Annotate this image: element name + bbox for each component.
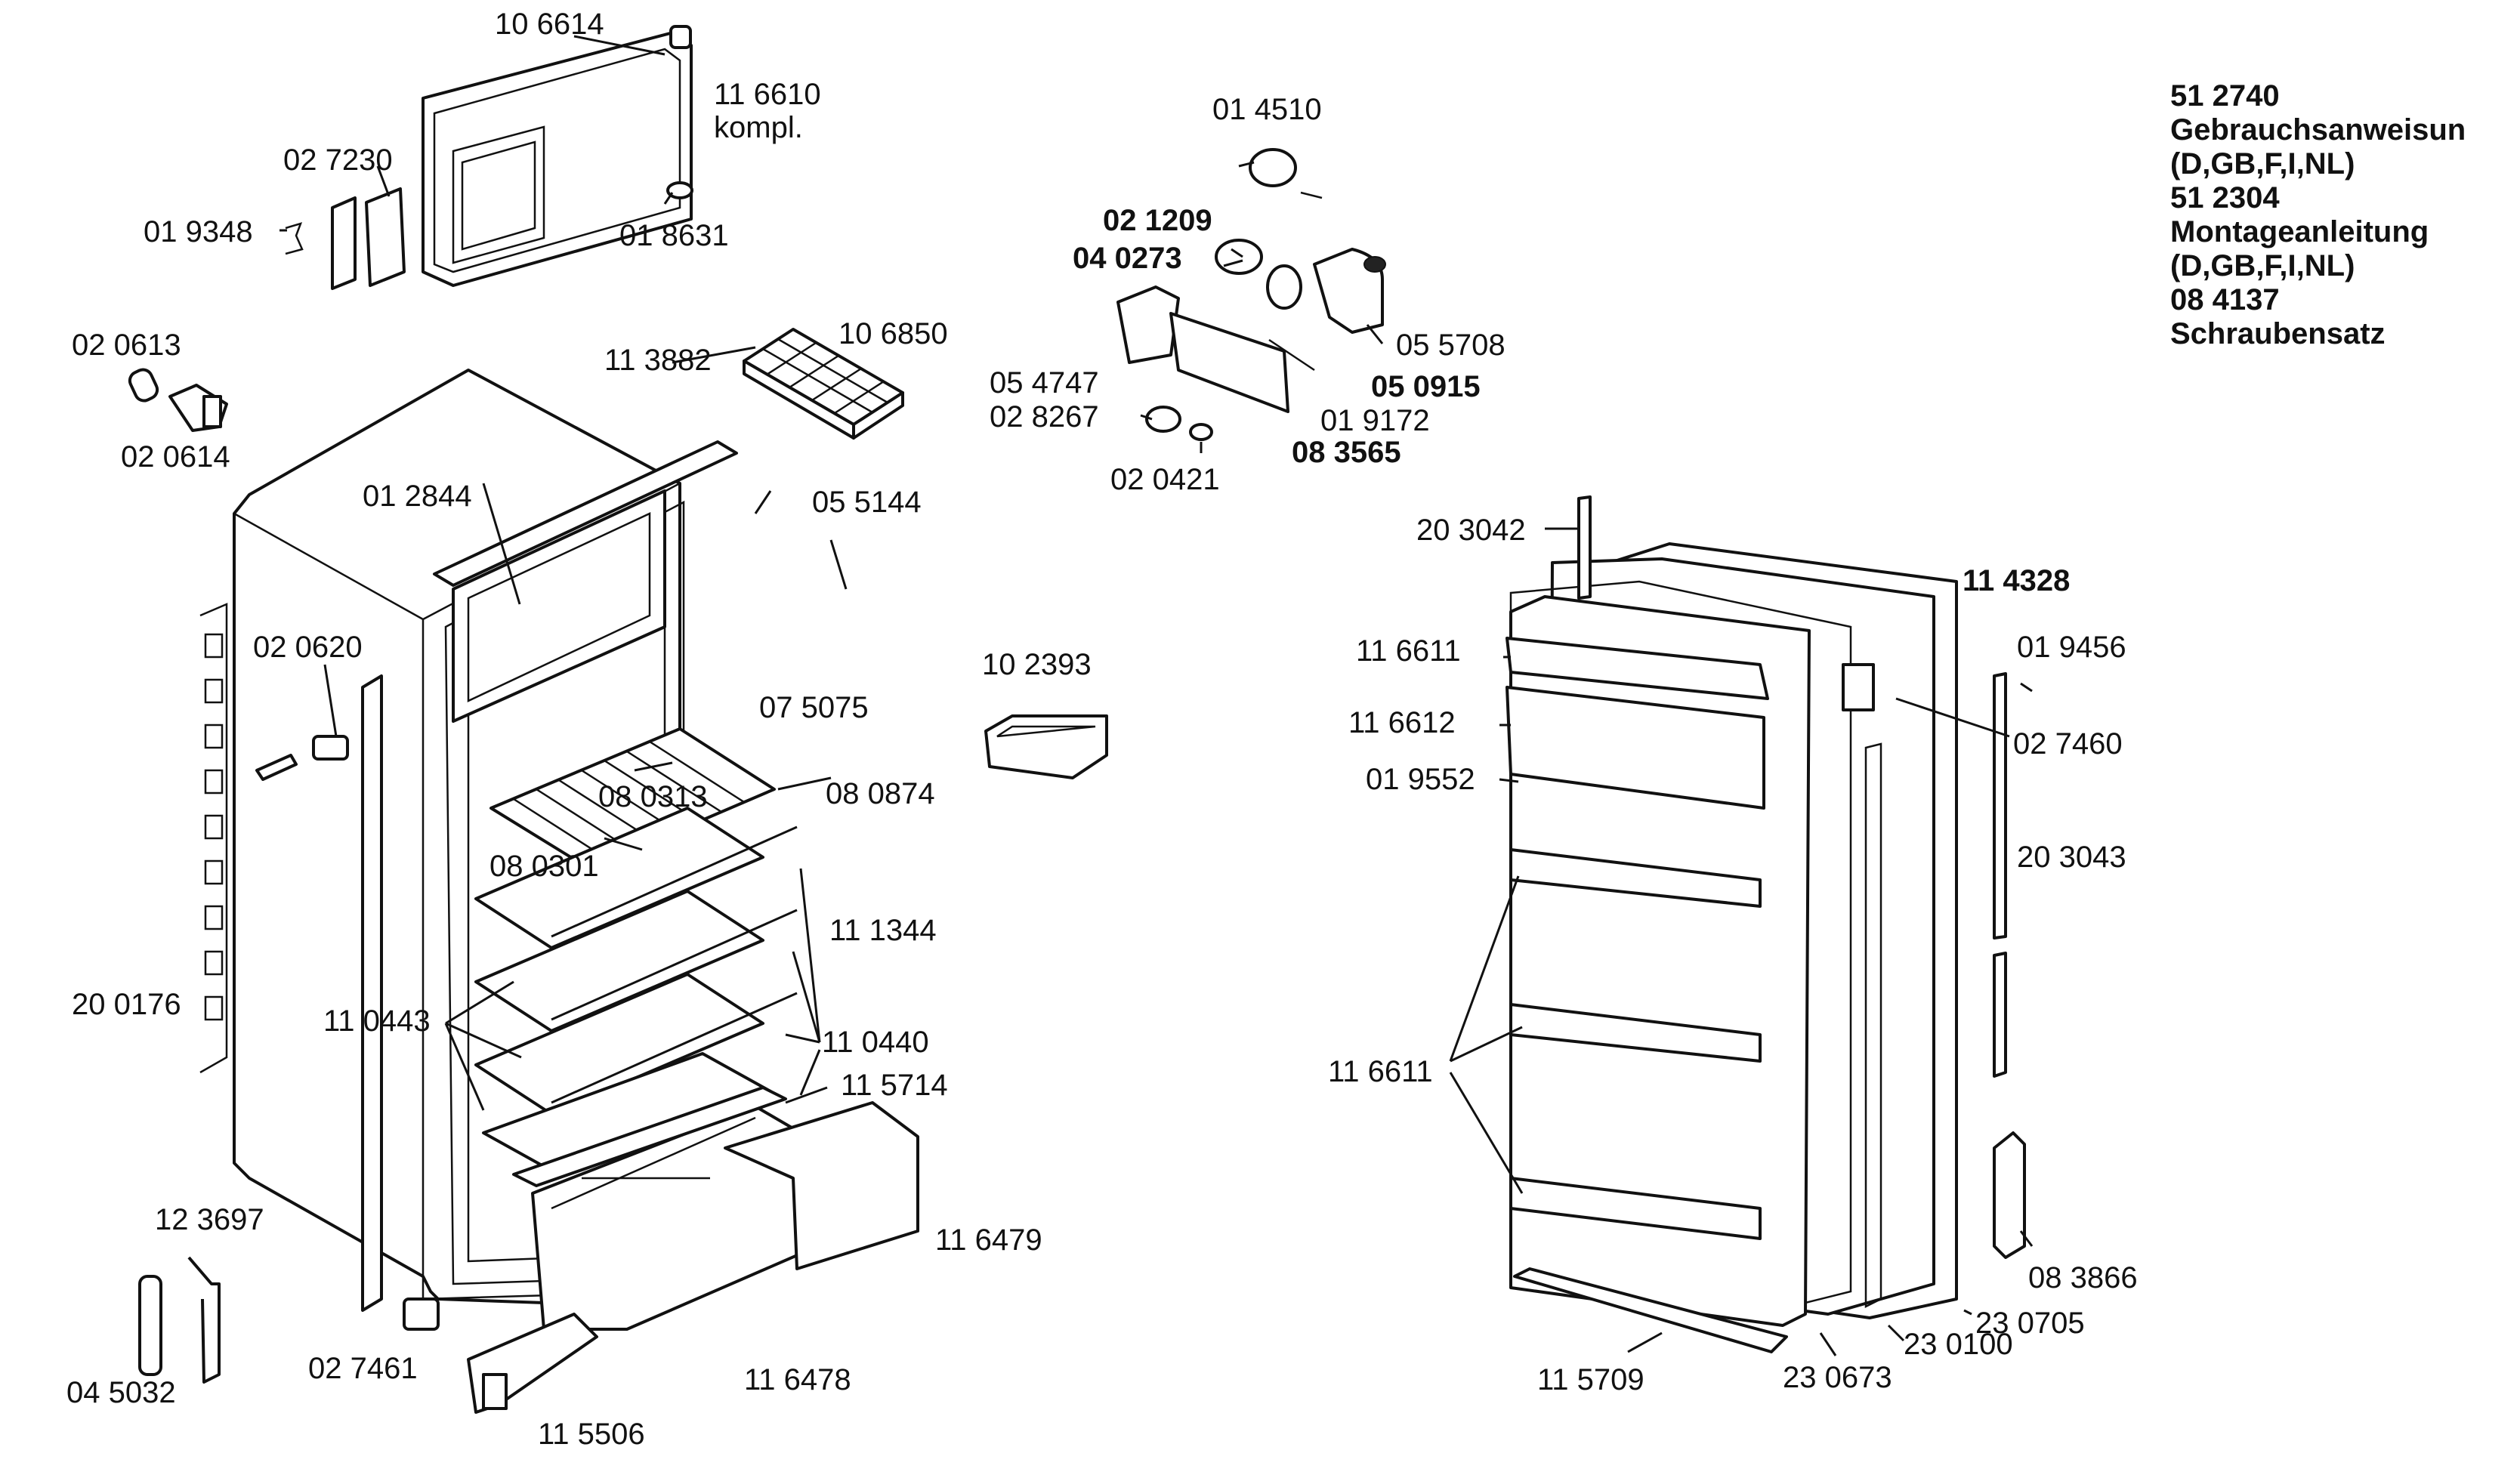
hinge-parts-top-left [285, 187, 406, 290]
label-116479: 11 6479 [935, 1223, 1042, 1257]
part-018631 [666, 181, 693, 199]
label-116611b: 11 6611 [1328, 1055, 1433, 1088]
label-116610: 11 6610 [714, 78, 821, 111]
label-106614: 10 6614 [495, 8, 604, 41]
label-102393: 10 2393 [982, 648, 1092, 681]
shelf-grid-080313 [489, 727, 776, 870]
label-110443: 11 0443 [323, 1004, 431, 1038]
label-021209: 02 1209 [1103, 204, 1212, 237]
label-230673: 23 0673 [1783, 1361, 1892, 1394]
parts-045032-123697 [138, 1256, 221, 1384]
label-123697: 12 3697 [155, 1203, 264, 1236]
freezer-door-part [422, 25, 693, 287]
label-106850: 10 6850 [838, 317, 948, 350]
label-203043: 20 3043 [2017, 841, 2126, 874]
door-gasket-strips [1513, 495, 2007, 1353]
label-050915: 05 0915 [1371, 370, 1481, 403]
label-055144: 05 5144 [812, 486, 922, 519]
label-027460: 02 7460 [2013, 727, 2123, 761]
info-line-8: Schraubensatz [2170, 317, 2386, 350]
label-018631: 01 8631 [619, 219, 729, 252]
label-114328: 11 4328 [1963, 564, 2070, 597]
screw-019456 [2020, 682, 2033, 693]
label-113882: 11 3882 [604, 344, 712, 377]
part-020614 [168, 384, 228, 432]
label-054747: 05 4747 [990, 366, 1099, 400]
info-line-4: 51 2304 [2170, 181, 2280, 214]
label-014510: 01 4510 [1212, 93, 1322, 126]
label-115714: 11 5714 [841, 1069, 948, 1102]
label-055708: 05 5708 [1396, 329, 1506, 362]
ladder-200176 [199, 603, 228, 1074]
label-020421: 02 0421 [1110, 463, 1220, 496]
door-seal-strip [361, 674, 383, 1312]
shelf-rails-111344 [551, 825, 798, 1104]
label-116478: 11 6478 [744, 1363, 851, 1396]
label-020614: 02 0614 [121, 440, 230, 474]
label-019172: 01 9172 [1320, 404, 1430, 437]
info-line-2: Gebrauchsanweisun [2170, 113, 2466, 147]
label-075075: 07 5075 [759, 691, 869, 724]
light-cover-102393 [984, 714, 1108, 779]
label-115709: 11 5709 [1537, 1363, 1644, 1396]
door-handle-083866 [1993, 1131, 2026, 1259]
part-027461 [403, 1297, 440, 1331]
label-040273: 04 0273 [1073, 242, 1182, 275]
ice-tray [743, 328, 904, 440]
label-111344: 11 1344 [829, 914, 937, 947]
label-230100: 23 0100 [1904, 1328, 2013, 1361]
info-line-3: (D,GB,F,I,NL) [2170, 147, 2355, 181]
drawer-cover-115714 [512, 1086, 787, 1187]
control-knob-014510 [1249, 148, 1323, 199]
label-019456: 01 9456 [2017, 631, 2126, 664]
label-020620: 02 0620 [253, 631, 363, 664]
part-labels: 10 6614 11 6610 kompl. 02 7230 01 9348 0… [66, 8, 2138, 1451]
part-020613 [128, 368, 159, 403]
label-080874: 08 0874 [826, 777, 935, 810]
thermostat-assembly [1116, 239, 1386, 441]
door-shelves-116611 [1506, 637, 1769, 1240]
info-block: 51 2740 Gebrauchsanweisun (D,GB,F,I,NL) … [2170, 79, 2466, 350]
label-012844: 01 2844 [363, 480, 472, 513]
label-083565: 08 3565 [1292, 436, 1401, 469]
info-line-1: 51 2740 [2170, 79, 2280, 113]
info-line-5: Montageanleitung [2170, 215, 2429, 248]
label-019552: 01 9552 [1366, 763, 1475, 796]
label-019348: 01 9348 [144, 215, 253, 248]
label-027230: 02 7230 [283, 143, 393, 177]
bottom-hinge-115506 [467, 1313, 598, 1414]
label-083866: 08 3866 [2028, 1261, 2138, 1294]
shelves-110443 [474, 807, 772, 1172]
label-020613: 02 0613 [72, 329, 181, 362]
label-kompl: kompl. [714, 111, 803, 144]
info-line-6: (D,GB,F,I,NL) [2170, 249, 2355, 282]
leader-lines [279, 35, 2034, 1356]
part-020620-and-screw [255, 735, 349, 781]
label-230705: 23 0705 [1975, 1307, 2085, 1340]
label-200176: 20 0176 [72, 988, 181, 1021]
top-rail-113882 [433, 440, 738, 587]
label-203042: 20 3042 [1416, 514, 1526, 547]
label-110440: 11 0440 [822, 1026, 929, 1059]
label-080313: 08 0313 [598, 780, 708, 813]
label-080301: 08 0301 [489, 850, 599, 883]
info-line-7: 08 4137 [2170, 283, 2280, 316]
label-027461: 02 7461 [308, 1352, 418, 1385]
freezer-compartment [452, 489, 666, 723]
label-115506: 11 5506 [538, 1418, 645, 1451]
label-116611a: 11 6611 [1356, 634, 1461, 668]
label-116612: 11 6612 [1348, 706, 1456, 739]
label-028267: 02 8267 [990, 400, 1099, 434]
label-045032: 04 5032 [66, 1376, 176, 1409]
